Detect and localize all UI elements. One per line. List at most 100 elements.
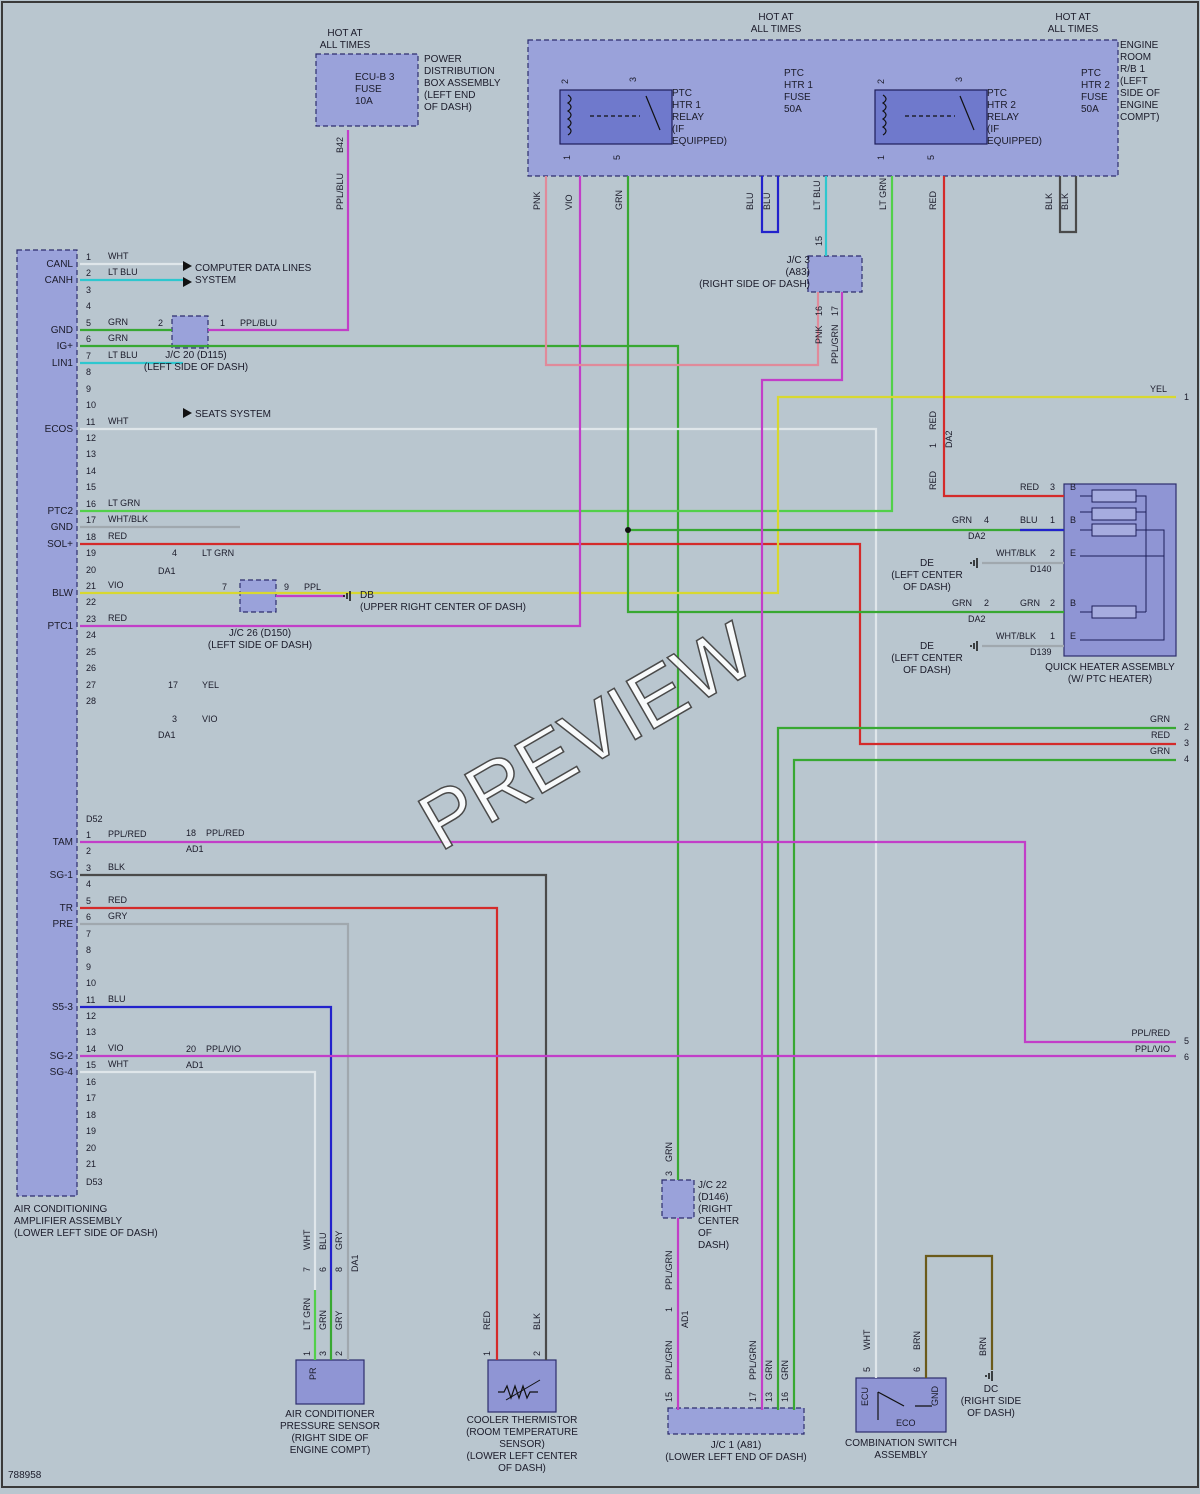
jc1-wire-color: PPL/GRN xyxy=(748,1340,758,1380)
amp-pin: 12 xyxy=(86,433,96,443)
amp-pin: 22 xyxy=(86,597,96,607)
right-edge-wire: GRN xyxy=(1150,746,1170,756)
rb-wire-color: RED xyxy=(928,190,938,210)
amp-pin: 6 xyxy=(86,334,91,344)
amp-pin: 18 xyxy=(86,532,96,542)
amp-wire-color: LT GRN xyxy=(108,498,140,508)
thermistor-pin: 2 xyxy=(532,1351,542,1356)
pressure-top-pin: 7 xyxy=(302,1267,312,1272)
heater-conn: DA2 xyxy=(968,614,986,624)
pressure-symbol: PR xyxy=(308,1367,318,1380)
amp-wire-color: GRY xyxy=(108,911,127,921)
splice-dot xyxy=(625,527,631,533)
right-edge-num: 2 xyxy=(1184,722,1189,732)
amp-signal-s5-3: S5-3 xyxy=(52,1002,74,1013)
heater-wire-color: RED xyxy=(1020,482,1040,492)
pressure-bot-wire: LT GRN xyxy=(302,1298,312,1330)
relay-pin: 2 xyxy=(560,79,570,84)
amp-pin: 19 xyxy=(86,548,96,558)
ecub-pin: B42 xyxy=(335,137,345,153)
amp-pin: 8 xyxy=(86,367,91,377)
right-edge-num: 4 xyxy=(1184,754,1189,764)
amp-pin: 17 xyxy=(86,1093,96,1103)
ptc-htr1-relay xyxy=(559,89,673,145)
amp-pin: 16 xyxy=(86,499,96,509)
jc1-wire-color: GRN xyxy=(764,1360,774,1380)
jc1-wire-color: GRN xyxy=(780,1360,790,1380)
relay-pin: 3 xyxy=(628,77,638,82)
tam-conn: AD1 xyxy=(186,844,204,854)
ptc2-ltgrn-wire xyxy=(80,176,894,513)
da1-conn: DA1 xyxy=(158,566,176,576)
amp-pin: 14 xyxy=(86,1044,96,1054)
amp-signal-sg-1: SG-1 xyxy=(50,870,74,881)
heater-terminal: E xyxy=(1070,631,1076,641)
jc3-wire-color: PNK xyxy=(814,325,824,344)
jc3-pin: 17 xyxy=(830,306,840,316)
blw-wire-color: YEL xyxy=(202,680,219,690)
rb-wire-color: BLK xyxy=(1044,193,1054,210)
heater-wire-color: GRN xyxy=(1020,598,1040,608)
thermistor-wire: BLK xyxy=(532,1313,542,1330)
yel-out-wire: YEL xyxy=(1150,384,1167,394)
right-edge-num: 5 xyxy=(1184,1036,1189,1046)
amp-connector-d52: D52 xyxy=(86,814,103,824)
image-id: 788958 xyxy=(8,1470,42,1481)
pressure-top-wire: WHT xyxy=(302,1229,312,1250)
jc3-pin: 15 xyxy=(814,236,824,246)
da2-wire-color: RED xyxy=(928,410,938,430)
amp-pin: 15 xyxy=(86,482,96,492)
pre-gry-wire xyxy=(80,922,350,1360)
ecos-wht-wire xyxy=(80,427,878,1378)
amp-pin: 5 xyxy=(86,896,91,906)
amp-signal-blw: BLW xyxy=(52,588,73,599)
sg2-pin: 20 xyxy=(186,1044,196,1054)
jc22-connector xyxy=(661,1179,695,1219)
heater-terminal: B xyxy=(1070,515,1076,525)
amp-signal-ig+: IG+ xyxy=(57,341,74,352)
arrow-icon xyxy=(183,277,192,287)
amp-signal-sol+: SOL+ xyxy=(47,539,73,550)
heater-wire-color: BLU xyxy=(1020,515,1038,525)
heater-pin: 1 xyxy=(1050,515,1055,525)
amp-pin: 7 xyxy=(86,929,91,939)
amp-signal-sg-2: SG-2 xyxy=(50,1051,74,1062)
amp-pin: 1 xyxy=(86,830,91,840)
amp-wire-color: VIO xyxy=(108,580,124,590)
amp-pin: 7 xyxy=(86,351,91,361)
jc1-pin: 16 xyxy=(780,1392,790,1402)
right-edge-wire: PPL/RED xyxy=(1131,1028,1170,1038)
relay-pin: 2 xyxy=(876,79,886,84)
pressure-top-pin: 8 xyxy=(334,1267,344,1272)
combo-wire: BRN xyxy=(912,1331,922,1350)
heater-wire-color: GRN xyxy=(952,515,972,525)
combo-terminal: ECO xyxy=(896,1418,916,1428)
heater-wire-color: WHT/BLK xyxy=(996,631,1036,641)
rb-wire-color: VIO xyxy=(564,194,574,210)
ptc1-wire-color: VIO xyxy=(202,714,218,724)
seats-system-label: SEATS SYSTEM xyxy=(195,409,271,420)
combo-wire: BRN xyxy=(978,1337,988,1356)
jc1-connector xyxy=(667,1407,805,1435)
amp-pin: 15 xyxy=(86,1060,96,1070)
ground-icon xyxy=(343,591,351,601)
amp-signal-canh: CANH xyxy=(45,275,73,286)
jc22-wire-bot: PPL/GRN xyxy=(664,1250,674,1290)
da2-wire-color-2: RED xyxy=(928,470,938,490)
ptc1-conn: DA1 xyxy=(158,730,176,740)
relay-pin: 5 xyxy=(612,155,622,160)
amp-pin: 23 xyxy=(86,614,96,624)
ptc-htr2-relay xyxy=(874,89,988,145)
jc3-pin: 16 xyxy=(814,306,824,316)
ad1-conn: AD1 xyxy=(680,1310,690,1328)
rb-wire-color: LT GRN xyxy=(878,178,888,210)
grn-out-2-wire xyxy=(776,726,1176,1410)
thermistor-pin: 1 xyxy=(482,1351,492,1356)
amp-pin: 6 xyxy=(86,912,91,922)
